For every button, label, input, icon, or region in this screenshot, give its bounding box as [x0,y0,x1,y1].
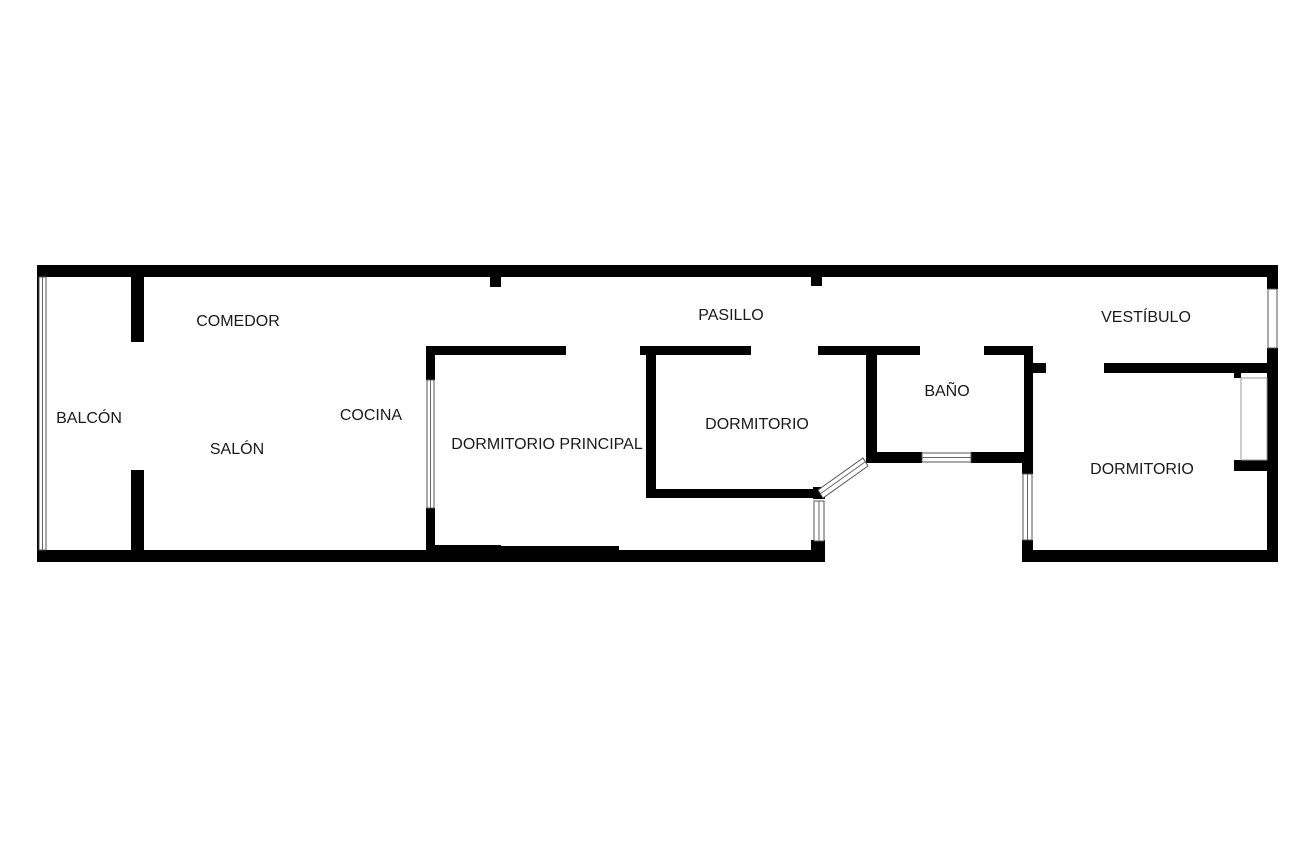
label-dormitorio-derecha: DORMITORIO [1090,461,1194,478]
label-comedor: COMEDOR [196,313,280,330]
wall-right-upper [1267,265,1278,289]
label-cocina: COCINA [340,407,403,424]
right-window [1267,288,1278,349]
label-dormitorio-centro: DORMITORIO [705,416,809,433]
wardrobe [1240,377,1268,461]
bathroom-walls [971,346,1033,463]
exterior-walls [37,265,1278,562]
wall-bottom-left [37,550,825,562]
center-bedroom-walls [818,346,922,463]
balcony-partition [131,277,144,550]
master-bedroom-walls [426,346,825,553]
label-salon: SALÓN [210,439,264,458]
master-bedroom-window [426,379,435,509]
label-balcon: BALCÓN [56,408,122,427]
right-bedroom-walls [1022,363,1267,560]
bathroom-window [921,452,972,463]
wall-bottom-right [1022,550,1278,562]
label-bano: BAÑO [924,380,969,400]
label-pasillo: PASILLO [698,307,764,324]
label-vestibulo: VESTÍBULO [1101,307,1191,326]
angled-window [817,457,869,499]
small-window-bottom [813,500,825,542]
balcony-window [38,276,47,551]
label-dormitorio-principal: DORMITORIO PRINCIPAL [451,436,643,453]
right-bedroom-window [1022,473,1033,541]
room-labels: BALCÓN COMEDOR SALÓN COCINA PASILLO DORM… [56,307,1194,478]
wall-stub-top-2 [811,277,822,286]
wall-stub-top-1 [490,277,501,287]
wall-right-lower [1267,348,1278,562]
wall-top [37,265,1278,277]
